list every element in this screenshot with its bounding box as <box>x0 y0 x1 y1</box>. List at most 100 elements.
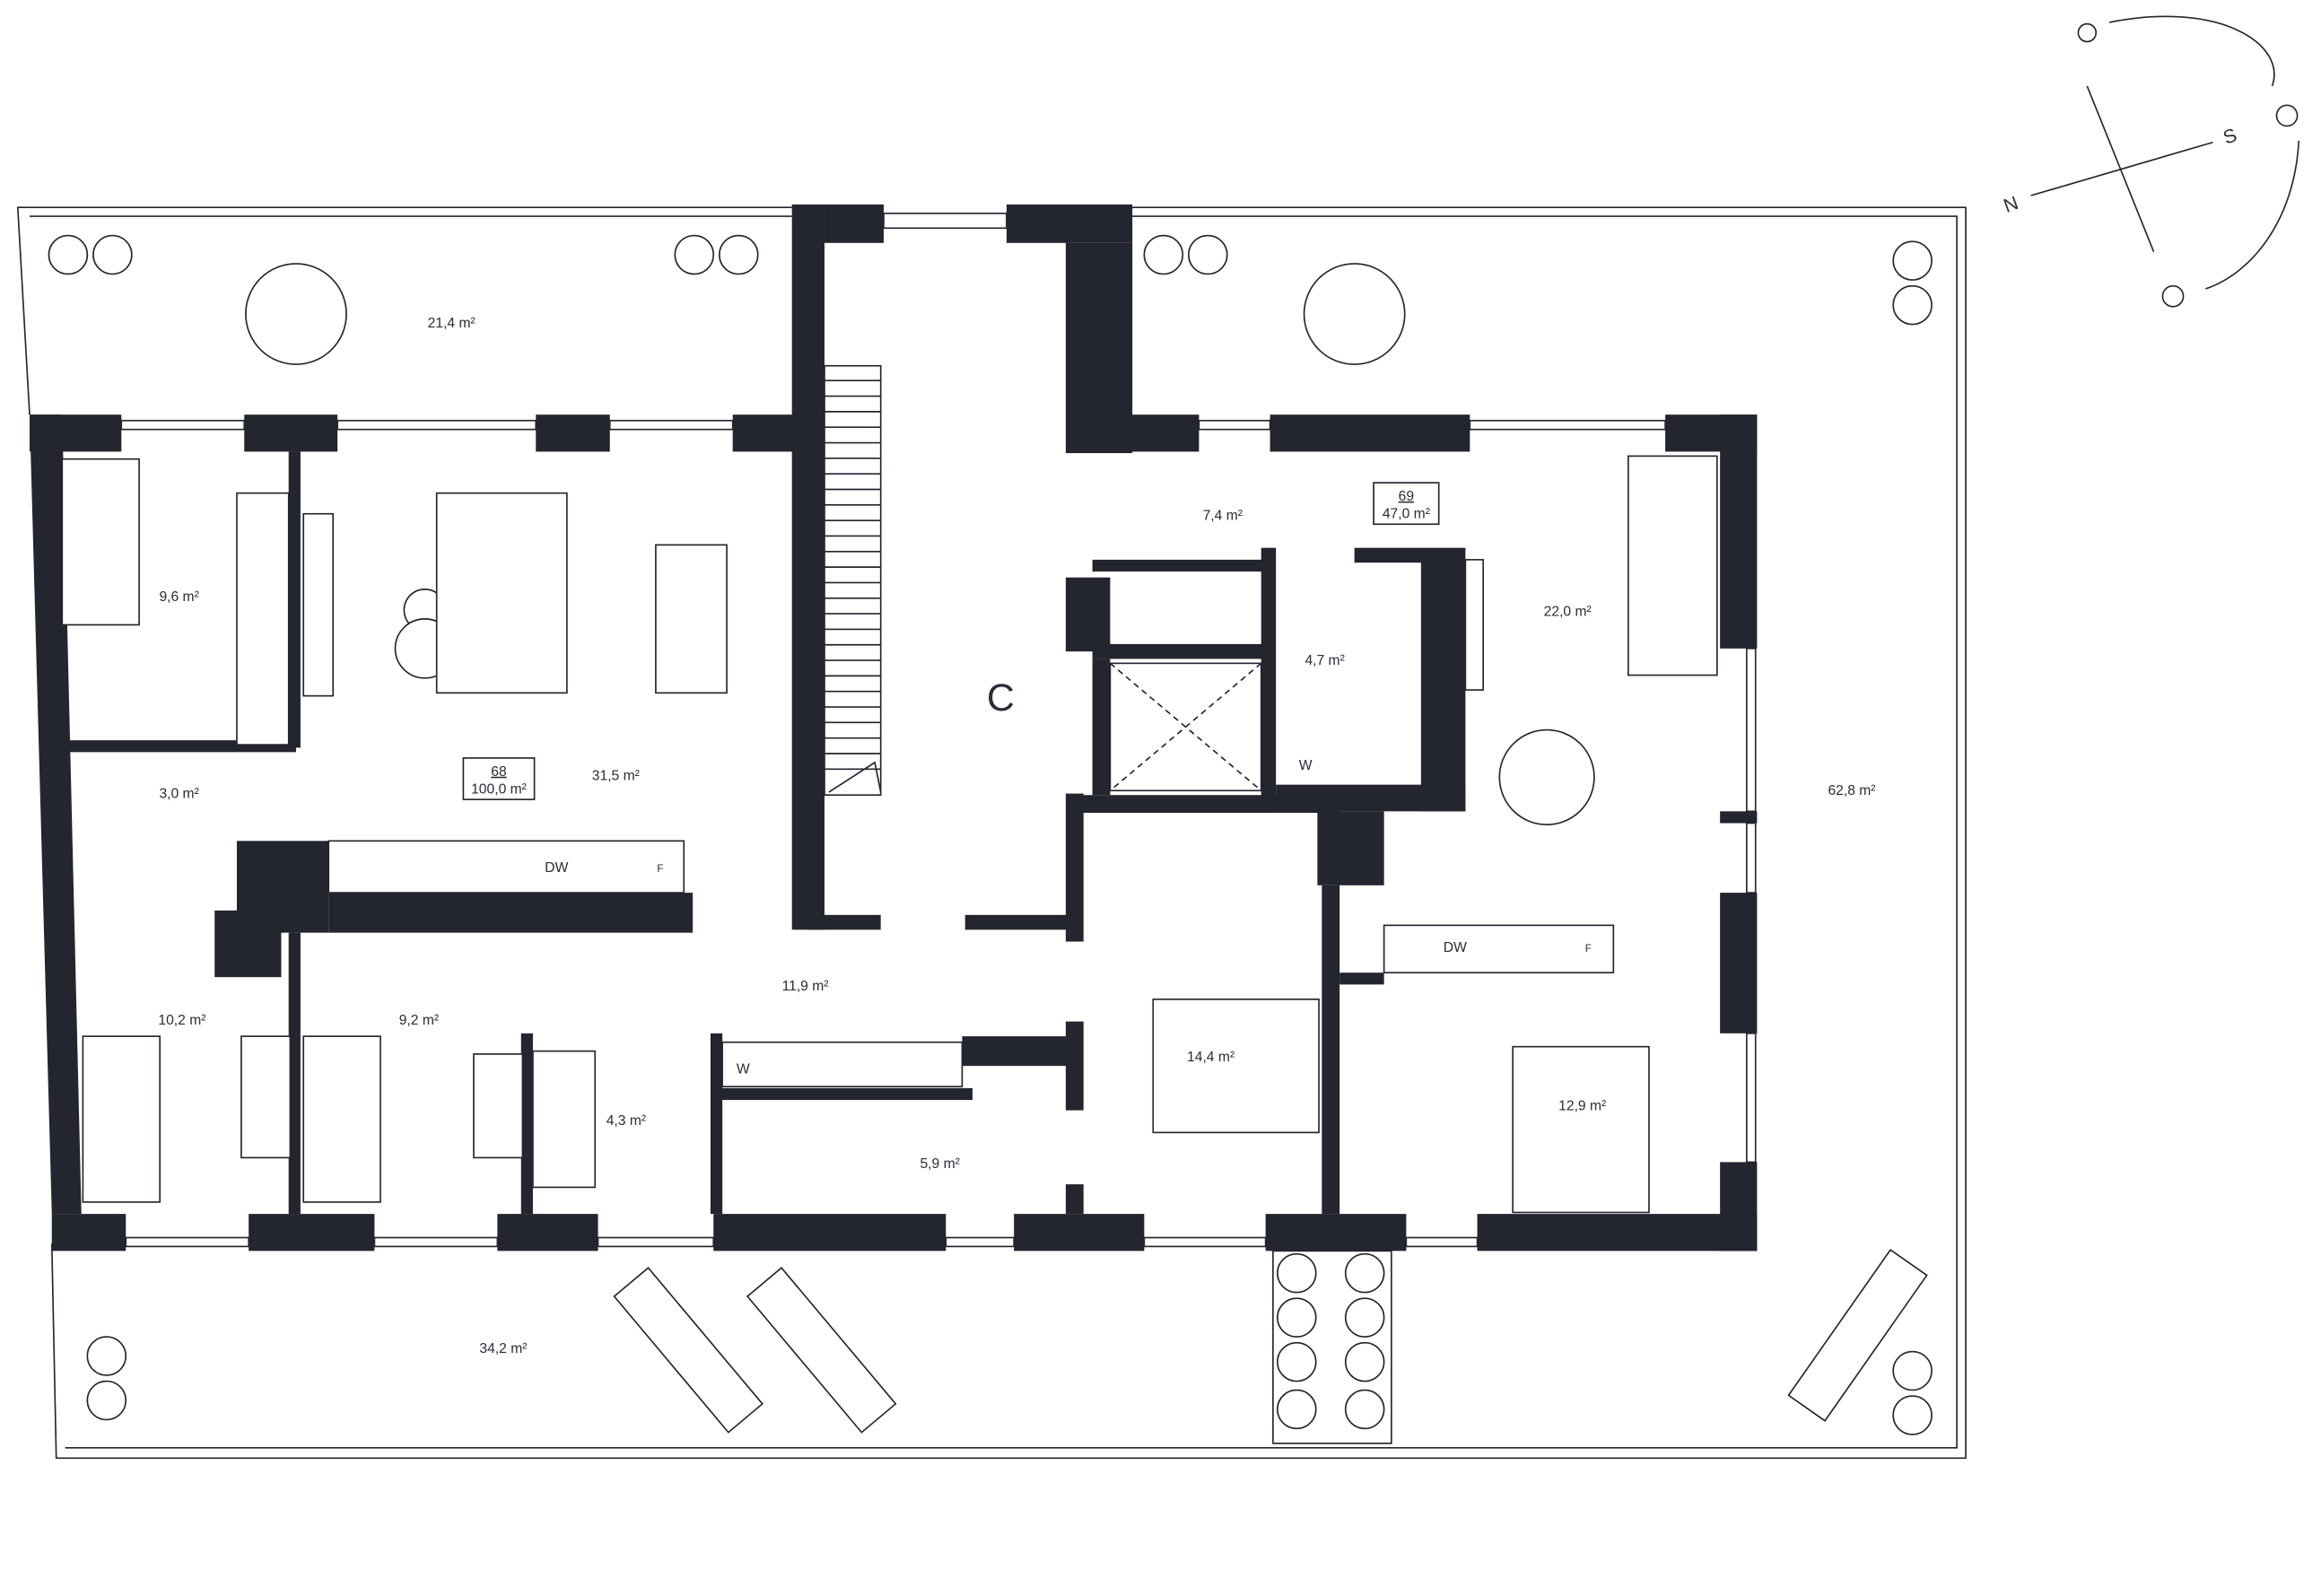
room-area: 34,2 m² <box>479 1341 527 1356</box>
windows <box>120 212 1757 1248</box>
north-label: N <box>2001 192 2021 217</box>
wall-segment <box>249 1214 375 1252</box>
fridge-label-69: F <box>1585 944 1592 955</box>
bed <box>1152 999 1320 1134</box>
plant-icon <box>1277 1252 1317 1294</box>
plant-icon <box>86 1336 127 1376</box>
wall-segment <box>244 414 338 452</box>
room-area: 12,9 m² <box>1558 1099 1606 1114</box>
sunbed <box>746 1266 897 1434</box>
window <box>597 1236 715 1248</box>
apartment-number: 68 <box>491 764 507 780</box>
plant-icon <box>86 1380 127 1421</box>
plant-icon <box>48 234 89 275</box>
plant-icon <box>1344 1389 1385 1430</box>
apartment-area: 47,0 m² <box>1383 507 1430 522</box>
plant-icon <box>1143 234 1184 275</box>
bed <box>61 458 140 626</box>
window <box>336 419 537 431</box>
window <box>1746 1033 1757 1164</box>
washer-label-69: W <box>1299 758 1313 773</box>
room-area: 14,4 m² <box>1187 1050 1235 1065</box>
wardrobe <box>302 512 335 697</box>
plant-icon <box>1344 1341 1385 1382</box>
wall-segment <box>964 914 1069 930</box>
sun-icon <box>2275 104 2299 127</box>
wall-segment <box>1477 1214 1758 1252</box>
terrace-outlines <box>16 206 1967 1460</box>
window <box>120 419 246 431</box>
window <box>1143 1236 1267 1248</box>
room-area: 9,2 m² <box>399 1013 439 1028</box>
window <box>883 212 1008 230</box>
wall-segment <box>1065 793 1084 942</box>
sunbed <box>1787 1248 1928 1422</box>
wall-segment <box>1092 658 1111 796</box>
wall-segment <box>1720 414 1758 649</box>
window <box>1469 419 1666 431</box>
wall-segment <box>1092 559 1270 572</box>
staircase <box>824 364 882 797</box>
sofa <box>1627 455 1718 676</box>
wall-segment <box>1339 972 1384 985</box>
window <box>125 1236 250 1248</box>
sunbed <box>613 1266 763 1434</box>
walls <box>29 204 1758 1252</box>
wall-segment <box>497 1214 598 1252</box>
desk <box>473 1053 524 1159</box>
kitchen-counter <box>1383 924 1615 974</box>
room-area: 11,9 m² <box>782 979 829 994</box>
plant-icon <box>1892 1395 1933 1435</box>
room-area: 21,4 m² <box>428 316 476 331</box>
room-area: 4,7 m² <box>1304 653 1344 668</box>
core-label: C <box>987 676 1015 720</box>
wall-segment <box>1265 1214 1407 1252</box>
wall-segment <box>1720 811 1758 824</box>
wall-segment <box>29 414 122 452</box>
room-area: 31,5 m² <box>592 769 640 784</box>
wall-segment <box>1065 577 1111 652</box>
plant-icon <box>1344 1297 1385 1338</box>
apartment-68-tag[interactable]: 68 100,0 m² <box>462 757 536 800</box>
wall-segment <box>824 204 884 243</box>
room-area: 5,9 m² <box>920 1156 959 1172</box>
elevator <box>1109 662 1262 792</box>
washer-label: W <box>737 1061 750 1077</box>
dishwasher-label: DW <box>545 860 568 876</box>
wall-segment <box>1420 559 1466 812</box>
south-label: S <box>2221 124 2240 148</box>
room-labels: 21,4 m² 9,6 m² 31,5 m² 3,0 m² 10,2 m² 9,2 m² 4… <box>158 316 1875 1356</box>
wall-segment <box>1006 204 1133 243</box>
apartment-69-tag[interactable]: 69 47,0 m² <box>1373 482 1440 526</box>
wall-segment <box>1354 547 1466 563</box>
room-area: 3,0 m² <box>159 787 198 802</box>
plant-icon <box>719 234 759 275</box>
wall-segment <box>288 451 301 748</box>
kitchen-counter <box>327 840 685 894</box>
wall-segment <box>288 932 301 1215</box>
wall-segment <box>1276 784 1466 812</box>
window <box>1746 822 1757 894</box>
room-area: 10,2 m² <box>158 1013 205 1028</box>
window <box>945 1236 1015 1248</box>
wall-segment <box>1270 414 1470 452</box>
wall-segment <box>536 414 610 452</box>
window <box>1198 419 1271 431</box>
laundry-shelf <box>721 1041 964 1088</box>
room-area: 9,6 m² <box>159 589 198 605</box>
plant-icon <box>1892 284 1933 326</box>
wall-segment <box>328 893 694 933</box>
plant-icon <box>1892 1350 1933 1391</box>
plant-icon <box>1277 1297 1317 1338</box>
wall-segment <box>1317 811 1384 885</box>
wall-segment <box>1014 1214 1145 1252</box>
wall-segment <box>214 910 282 978</box>
window <box>1746 648 1757 813</box>
wall-segment <box>1261 547 1277 800</box>
wall-segment <box>1065 1021 1084 1111</box>
window <box>1405 1236 1479 1248</box>
apartment-area: 100,0 m² <box>471 782 527 798</box>
moon-icon <box>2161 284 2185 308</box>
bathtub <box>532 1050 597 1189</box>
